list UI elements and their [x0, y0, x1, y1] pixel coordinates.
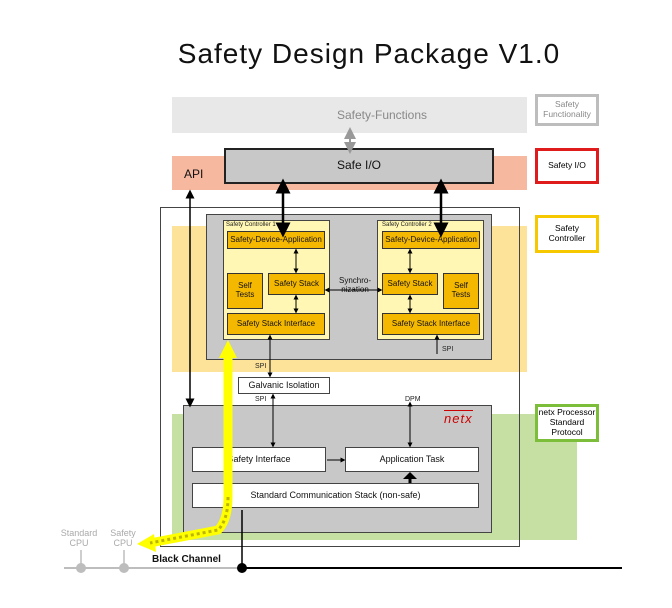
c1-device-application-label: Safety-Device-Application	[230, 234, 322, 244]
safety-cpu-label: Safety CPU	[110, 528, 136, 549]
spi-label-right: SPI	[442, 346, 454, 353]
legend-safety-functionality: Safety Functionality	[535, 94, 599, 126]
c2-self-tests: Self Tests	[443, 273, 479, 309]
safety-functions-label: Safety-Functions	[336, 108, 428, 122]
highlight-arrow-left	[137, 534, 156, 552]
black-channel-label: Black Channel	[152, 554, 221, 565]
safety-interface-label: Safety Interface	[227, 453, 291, 464]
galvanic-isolation-box: Galvanic Isolation	[238, 377, 330, 394]
comm-stack-label: Standard Communication Stack (non-safe)	[250, 489, 421, 500]
safety-interface-box: Safety Interface	[192, 447, 326, 472]
c2-stack-interface: Safety Stack Interface	[382, 313, 480, 335]
device-outline	[160, 207, 520, 547]
comm-stack-box: Standard Communication Stack (non-safe)	[192, 483, 479, 508]
standard-cpu-label: Standard CPU	[60, 528, 98, 549]
spi-label-upper: SPI	[255, 363, 267, 370]
legend-safety-controller: Safety Controller	[535, 215, 599, 253]
c1-self-tests-label: Self Tests	[235, 281, 255, 299]
legend-netx-processor-text: netx Processor Standard Protocol	[538, 407, 596, 437]
c2-self-tests-label: Self Tests	[451, 281, 471, 299]
galvanic-isolation-label: Galvanic Isolation	[248, 379, 320, 390]
legend-safety-io-text: Safety I/O	[548, 160, 586, 171]
c1-stack-interface: Safety Stack Interface	[227, 313, 325, 335]
c2-device-application-label: Safety-Device-Application	[385, 234, 477, 244]
highlight-black-channel	[149, 355, 233, 548]
highlight-arrow-up	[219, 340, 237, 358]
c2-stack-interface-label: Safety Stack Interface	[391, 318, 471, 328]
c2-device-application: Safety-Device-Application	[382, 231, 480, 249]
legend-safety-controller-text: Safety Controller	[548, 223, 586, 243]
safe-io-label: Safe I/O	[336, 158, 382, 173]
c1-self-tests: Self Tests	[227, 273, 263, 309]
safe-io-box: Safe I/O	[224, 148, 494, 184]
stack-task-arrowhead	[403, 472, 417, 479]
c2-safety-stack-label: Safety Stack	[387, 278, 433, 288]
safety-controller-2-caption: Safety Controller 2	[382, 222, 432, 228]
api-label: API	[184, 167, 204, 181]
dpm-label: DPM	[405, 396, 421, 403]
spi-label-lower: SPI	[255, 396, 267, 403]
c1-safety-stack-label: Safety Stack	[274, 278, 319, 288]
safety-cpu-node	[119, 563, 129, 573]
standard-cpu-node	[76, 563, 86, 573]
legend-safety-functionality-text: Safety Functionality	[543, 99, 591, 119]
page-title: Safety Design Package V1.0	[177, 38, 561, 69]
safety-controller-1-caption: Safety Controller 1	[226, 222, 276, 228]
application-task-label: Application Task	[379, 453, 445, 464]
legend-safety-io: Safety I/O	[535, 148, 599, 184]
netx-logo: netx	[444, 410, 473, 426]
application-task-box: Application Task	[345, 447, 479, 472]
legend-netx-processor: netx Processor Standard Protocol	[535, 404, 599, 442]
bus-node	[237, 563, 247, 573]
c1-stack-interface-label: Safety Stack Interface	[236, 318, 316, 328]
